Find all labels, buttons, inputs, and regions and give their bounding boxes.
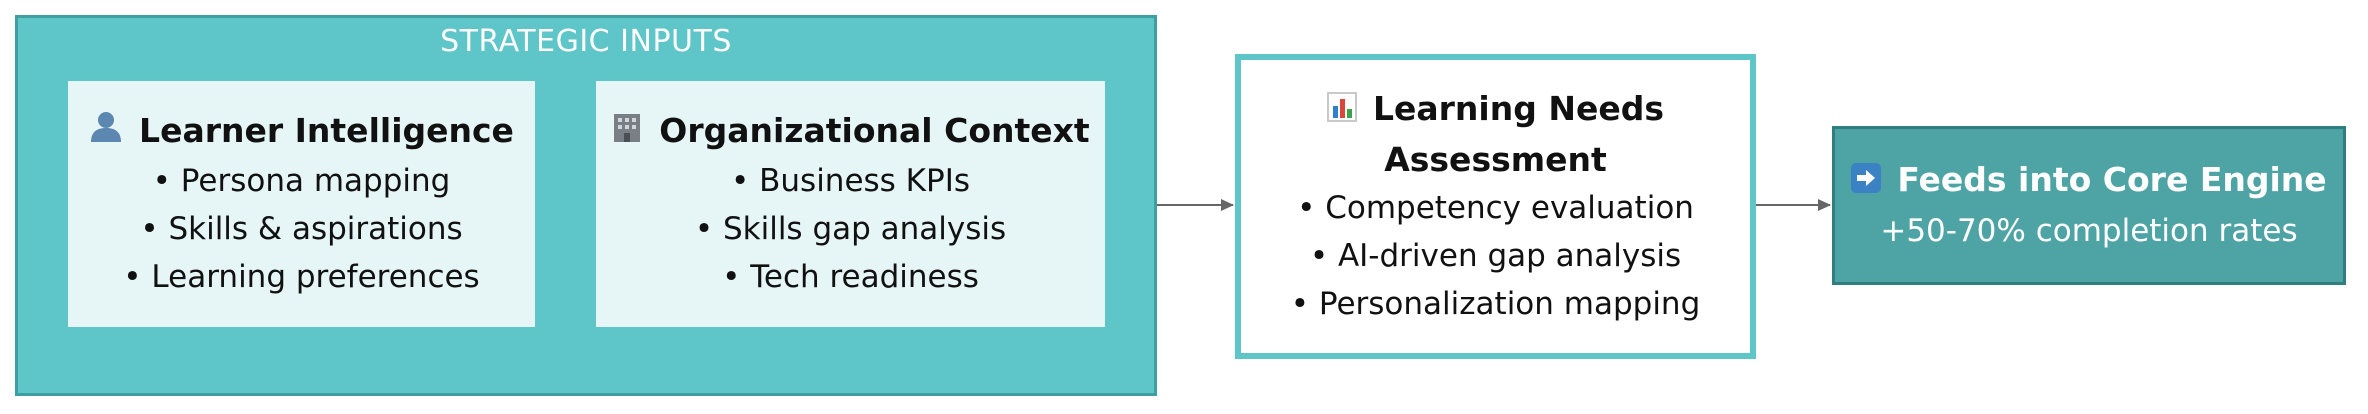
person-icon	[89, 109, 123, 157]
learner-item: • Skills & aspirations	[140, 211, 463, 248]
assessment-title-row: Learning Needs	[1326, 85, 1664, 136]
assessment-item: • Personalization mapping	[1290, 285, 1701, 322]
org-item: • Tech readiness	[722, 259, 979, 296]
org-title: Organizational Context	[659, 110, 1090, 150]
feeds-subtitle: +50-70% completion rates	[1880, 212, 2298, 249]
org-title-row: Organizational Context	[611, 107, 1090, 158]
organizational-context-card: Organizational Context • Business KPIs •…	[596, 81, 1105, 327]
building-icon	[611, 109, 643, 157]
assessment-title-line1: Learning Needs	[1372, 89, 1664, 129]
assessment-item: • AI-driven gap analysis	[1309, 237, 1682, 274]
learner-title: Learner Intelligence	[139, 110, 514, 150]
assessment-title-line2: Assessment	[1384, 139, 1607, 179]
learning-needs-assessment-box: Learning Needs Assessment • Competency e…	[1235, 54, 1756, 359]
bar-chart-icon	[1326, 88, 1357, 136]
learner-item: • Persona mapping	[152, 163, 451, 200]
strategic-inputs-group: STRATEGIC INPUTS Learner Intelligence • …	[15, 15, 1157, 396]
group-title: STRATEGIC INPUTS	[440, 24, 732, 59]
feeds-title: Feeds into Core Engine	[1897, 160, 2327, 200]
feeds-title-row: Feeds into Core Engine	[1851, 156, 2327, 207]
assessment-item: • Competency evaluation	[1297, 189, 1694, 226]
org-item: • Business KPIs	[730, 163, 970, 200]
org-item: • Skills gap analysis	[694, 211, 1007, 248]
feeds-core-engine-box: Feeds into Core Engine +50-70% completio…	[1832, 126, 2346, 285]
right-arrow-icon	[1851, 159, 1882, 207]
learner-intelligence-card: Learner Intelligence • Persona mapping •…	[68, 81, 535, 327]
learner-title-row: Learner Intelligence	[89, 107, 514, 158]
learner-item: • Learning preferences	[123, 259, 480, 296]
